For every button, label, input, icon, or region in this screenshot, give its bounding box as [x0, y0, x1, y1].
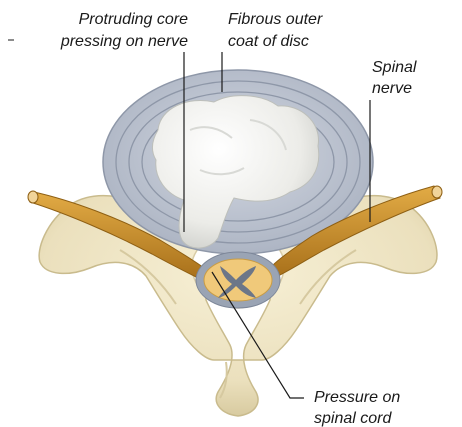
label-fibrous-coat-2: coat of disc: [228, 33, 309, 50]
label-protruding-core-2: pressing on nerve: [60, 33, 188, 50]
nerve-cut-end-left: [28, 191, 38, 203]
spinal-cord: [196, 252, 280, 308]
label-spinal-nerve-1: Spinal: [372, 59, 417, 76]
nerve-cut-end-right: [432, 186, 442, 198]
label-pressure-2: spinal cord: [314, 410, 392, 427]
label-pressure-1: Pressure on: [314, 389, 400, 406]
label-fibrous-coat-1: Fibrous outer: [228, 11, 323, 28]
label-spinal-nerve-2: nerve: [372, 80, 412, 97]
label-protruding-core-1: Protruding core: [79, 11, 188, 28]
